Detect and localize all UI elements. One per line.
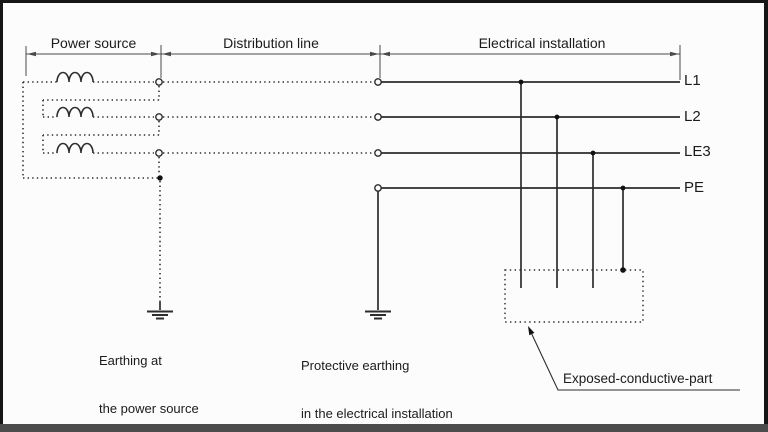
arrow-left-icon (162, 51, 171, 57)
frame-border-left (0, 0, 3, 432)
exposed-conductive-part-box (504, 269, 644, 323)
terminal-circle (155, 113, 163, 121)
caption-line: Earthing at (99, 353, 162, 368)
terminal-circles (155, 78, 382, 192)
arrow-left-icon (381, 51, 390, 57)
earth-symbol-source-icon (147, 310, 173, 320)
junction-dot (620, 185, 626, 191)
arrow-right-icon (370, 51, 379, 57)
caption-exposed-conductive-part: Exposed-conductive-part (563, 371, 713, 386)
caption-protective-earthing: Protective earthing in the electrical in… (301, 326, 453, 432)
caption-earthing-power-source: Earthing at the power source (99, 321, 199, 432)
frame-border-top (0, 0, 768, 3)
winding-coil-icon (56, 71, 94, 83)
terminal-circle (374, 78, 382, 86)
caption-line: the power source (99, 401, 199, 416)
junction-dot (554, 114, 560, 120)
terminal-circle (155, 149, 163, 157)
earth-symbol-installation-icon (365, 310, 391, 320)
installation-lines (159, 81, 680, 310)
arrow-right-icon (151, 51, 160, 57)
source-windings (22, 81, 374, 302)
caption-line: Protective earthing (301, 358, 410, 373)
arrow-right-icon (670, 51, 679, 57)
dimension-arrowheads (27, 51, 679, 57)
junction-dot (620, 267, 626, 273)
junction-dot (590, 150, 596, 156)
section-label-power-source: Power source (50, 35, 137, 51)
winding-coil-icons (56, 71, 94, 154)
terminal-circle (374, 184, 382, 192)
arrow-left-icon (27, 51, 36, 57)
star-point-dot (157, 175, 163, 181)
conductor-label-pe: PE (684, 179, 705, 196)
terminal-circle (155, 78, 163, 86)
caption-line: in the electrical installation (301, 406, 453, 421)
frame-border-bottom (0, 424, 768, 432)
winding-coil-icon (56, 106, 94, 118)
winding3-return-loop (42, 121, 160, 154)
section-label-distribution-line: Distribution line (223, 35, 319, 51)
junction-dots (157, 79, 626, 273)
section-label-electrical-installation: Electrical installation (478, 35, 606, 51)
conductor-label-l1: L1 (684, 72, 701, 89)
terminal-circle (374, 149, 382, 157)
leader-arrow-icon (528, 326, 740, 391)
junction-dot (518, 79, 524, 85)
winding-coil-icon (56, 142, 94, 154)
terminal-circle (374, 113, 382, 121)
winding2-return-loop (42, 86, 160, 118)
frame-border-right (764, 0, 768, 432)
conductor-label-le3: LE3 (684, 143, 711, 160)
conductor-label-l2: L2 (684, 108, 701, 125)
dimension-header (25, 45, 681, 80)
